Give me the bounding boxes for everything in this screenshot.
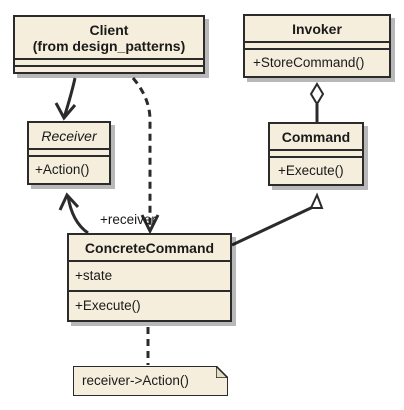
class-command[interactable]: Command +Execute() bbox=[268, 122, 364, 186]
class-command-operation: +Execute() bbox=[278, 163, 344, 178]
class-client-name-line1: Client bbox=[89, 22, 129, 38]
class-client-name: Client (from design_patterns) bbox=[15, 17, 203, 60]
note-corner-fold bbox=[216, 366, 228, 378]
class-invoker[interactable]: Invoker +StoreCommand() bbox=[243, 14, 391, 78]
association-client-receiver bbox=[62, 77, 77, 119]
generalization-triangle bbox=[309, 192, 324, 209]
aggregation-diamond bbox=[309, 82, 325, 106]
association-concretecommand-receiver bbox=[66, 195, 89, 235]
class-invoker-attributes bbox=[245, 43, 389, 50]
class-client[interactable]: Client (from design_patterns) bbox=[13, 15, 205, 74]
role-label-receiver: +receiver bbox=[100, 212, 156, 227]
class-invoker-operation: +StoreCommand() bbox=[253, 55, 365, 70]
class-client-operations bbox=[15, 67, 203, 72]
class-command-name: Command bbox=[270, 124, 362, 151]
arrowhead-concretecommand-receiver bbox=[58, 192, 80, 211]
class-concretecommand-name: ConcreteCommand bbox=[69, 235, 230, 262]
arrowhead-client-receiver bbox=[54, 102, 77, 121]
note-receiver-action: receiver->Action() bbox=[73, 366, 228, 396]
class-command-attributes bbox=[270, 151, 362, 158]
class-concretecommand[interactable]: ConcreteCommand +state +Execute() bbox=[67, 233, 232, 322]
class-receiver[interactable]: Receiver +Action() bbox=[27, 121, 111, 185]
class-receiver-name: Receiver bbox=[29, 123, 109, 150]
dependency-client-concretecommand bbox=[131, 77, 152, 228]
class-receiver-operation: +Action() bbox=[35, 162, 90, 177]
class-concretecommand-operation: +Execute() bbox=[75, 298, 141, 313]
class-client-name-line2: (from design_patterns) bbox=[32, 38, 186, 54]
class-receiver-attributes bbox=[29, 150, 109, 157]
class-invoker-name: Invoker bbox=[245, 16, 389, 43]
generalization-concretecommand-command bbox=[231, 205, 314, 247]
class-client-attributes bbox=[15, 60, 203, 67]
arrowhead-client-concretecommand bbox=[140, 214, 160, 235]
class-concretecommand-attribute: +state bbox=[69, 262, 230, 292]
